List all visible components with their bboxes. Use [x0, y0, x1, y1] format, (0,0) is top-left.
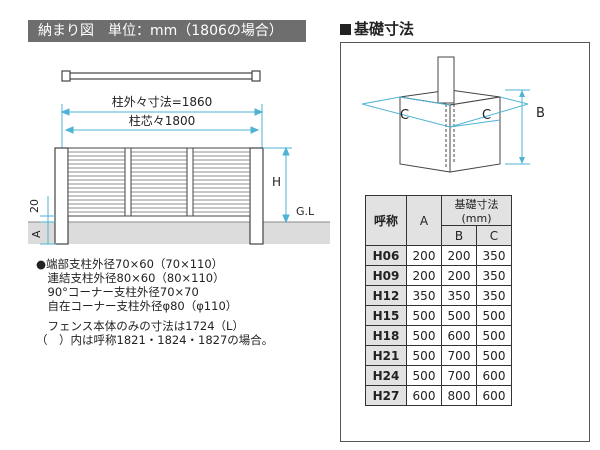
cell-b: 700 [441, 365, 477, 386]
cell-a: 200 [406, 265, 442, 286]
cell-name: H12 [365, 285, 407, 306]
note-line-6: （ ）内は呼称1821・1824・1827の場合。 [36, 333, 274, 347]
b-arrow-top [519, 90, 525, 97]
right-post [249, 147, 264, 245]
fence-panels [67, 147, 251, 217]
height-label: H [272, 175, 281, 189]
square-bullet-icon [340, 24, 351, 35]
cell-b: 800 [441, 385, 477, 406]
cell-name: H18 [365, 325, 407, 346]
cell-b: 200 [441, 245, 477, 266]
foundation-title-text: 基礎寸法 [354, 20, 415, 38]
foundation-dimension-lines [361, 89, 530, 165]
note-line-5: フェンス本体のみの寸法は1724（L） [36, 319, 244, 333]
left-dimensions [40, 196, 56, 245]
header-group: 基礎寸法(mm) [441, 195, 512, 226]
b-label: B [536, 106, 545, 121]
cell-name: H27 [365, 385, 407, 406]
outer-dimension-line [60, 104, 264, 148]
height-dimension [263, 146, 292, 224]
cell-name: H21 [365, 345, 407, 366]
cell-a: 600 [406, 385, 442, 406]
cell-a: 500 [406, 345, 442, 366]
foundation-diagram: C C B [361, 56, 545, 173]
depth-a-label: A [30, 230, 43, 238]
cell-c: 500 [476, 345, 512, 366]
cell-name: H09 [365, 265, 407, 286]
cell-c: 600 [476, 385, 512, 406]
cell-name: H06 [365, 245, 407, 266]
header-a: A [406, 195, 442, 246]
cell-c: 500 [476, 325, 512, 346]
note-line-1: ●端部支柱外径70×60（70×110） [36, 257, 224, 271]
cell-c: 350 [476, 285, 512, 306]
cell-name: H24 [365, 365, 407, 386]
cell-a: 500 [406, 305, 442, 326]
ground-level-label: G.L [296, 205, 315, 218]
c-right-label: C [482, 108, 491, 123]
foundation-title: 基礎寸法 [340, 18, 414, 39]
center-dimension-line [64, 126, 260, 134]
cell-c: 600 [476, 365, 512, 386]
cell-a: 200 [406, 245, 442, 266]
ground [28, 221, 330, 244]
fence-top-view [61, 70, 261, 82]
foundation-box [340, 42, 590, 442]
b-arrow-bottom [519, 157, 525, 164]
cell-a: 500 [406, 365, 442, 386]
clearance-label: 20 [28, 199, 41, 213]
note-line-3: 90°コーナー支柱外径70×70 [36, 285, 199, 299]
note-line-2: 連結支柱外径80×60（80×110） [36, 271, 225, 285]
cell-b: 200 [441, 265, 477, 286]
note-line-4: 自在コーナー支柱外径φ80（φ110） [36, 299, 238, 313]
cell-c: 350 [476, 245, 512, 266]
header-b: B [441, 225, 477, 246]
foundation-post [437, 56, 455, 104]
cell-name: H15 [365, 305, 407, 326]
fence-diagram: 柱外々寸法=1860 柱芯々1800 H G.L 20 A [28, 70, 330, 245]
cell-c: 350 [476, 265, 512, 286]
fence-joint [124, 147, 132, 217]
cell-b: 600 [441, 325, 477, 346]
left-post [54, 147, 69, 245]
fence-joint [186, 147, 194, 217]
header-c: C [476, 225, 512, 246]
cell-a: 350 [406, 285, 442, 306]
cell-a: 500 [406, 325, 442, 346]
center-dimension-label: 柱芯々1800 [129, 113, 196, 128]
cell-b: 700 [441, 345, 477, 366]
cell-c: 500 [476, 305, 512, 326]
cell-b: 500 [441, 305, 477, 326]
section-title-bar: 納まり図 単位：mm（1806の場合） [28, 20, 306, 42]
cell-b: 350 [441, 285, 477, 306]
header-name: 呼称 [365, 195, 407, 246]
outer-dimension-label: 柱外々寸法=1860 [112, 94, 213, 109]
c-left-label: C [400, 108, 409, 123]
